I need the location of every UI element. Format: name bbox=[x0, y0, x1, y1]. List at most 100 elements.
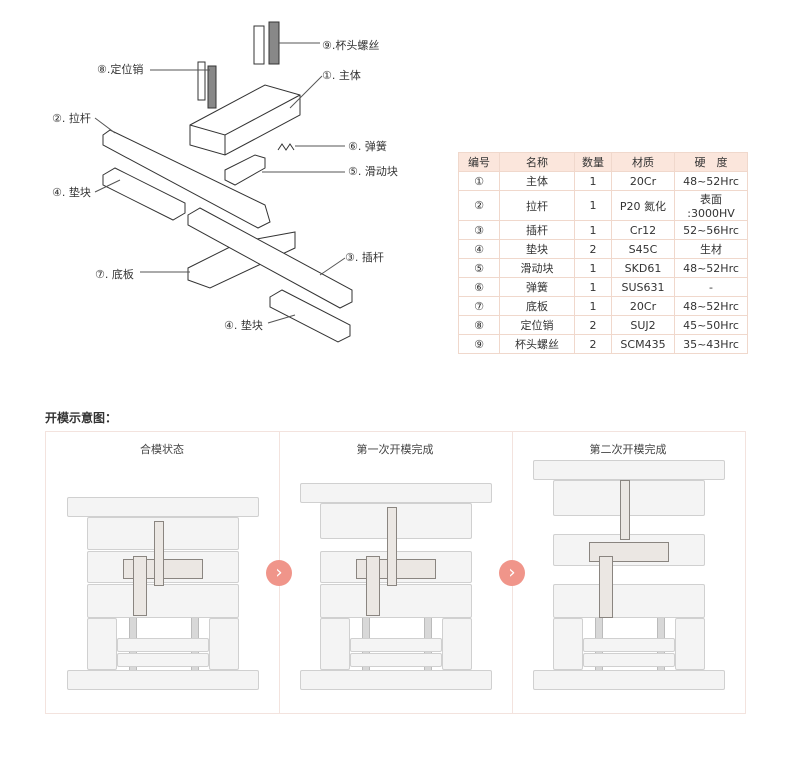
pull-rod bbox=[366, 556, 380, 616]
ejector-plate bbox=[117, 638, 209, 652]
ejector-plate bbox=[583, 653, 675, 667]
label-slider: ⑤. 滑动块 bbox=[348, 165, 398, 178]
table-cell: 插杆 bbox=[499, 220, 575, 240]
label-insert-rod: ③. 插杆 bbox=[345, 251, 384, 264]
table-cell: 杯头螺丝 bbox=[499, 334, 575, 354]
table-cell: SKD61 bbox=[611, 258, 675, 278]
table-cell: 1 bbox=[574, 296, 612, 316]
table-cell: 底板 bbox=[499, 296, 575, 316]
table-cell: 垫块 bbox=[499, 239, 575, 259]
table-cell: 48~52Hrc bbox=[674, 296, 748, 316]
support-block bbox=[442, 618, 472, 670]
ejector-plate bbox=[350, 638, 442, 652]
core-plate bbox=[320, 584, 472, 618]
table-cell: 1 bbox=[574, 220, 612, 240]
table-cell: 主体 bbox=[499, 171, 575, 191]
support-block bbox=[87, 618, 117, 670]
panel-title-closed: 合模状态 bbox=[140, 443, 184, 456]
th: 名称 bbox=[499, 152, 575, 172]
table-cell: 45~50Hrc bbox=[674, 315, 748, 335]
table-cell: 48~52Hrc bbox=[674, 171, 748, 191]
th: 材质 bbox=[611, 152, 675, 172]
th: 数量 bbox=[574, 152, 612, 172]
top-clamp-plate bbox=[67, 497, 259, 517]
table-cell: ② bbox=[458, 190, 500, 221]
bottom-clamp-plate bbox=[300, 670, 492, 690]
table-cell: 1 bbox=[574, 258, 612, 278]
label-pull-rod: ②. 拉杆 bbox=[52, 112, 91, 125]
next-arrow-icon: › bbox=[266, 560, 292, 586]
th: 硬 度 bbox=[674, 152, 748, 172]
table-cell: 拉杆 bbox=[499, 190, 575, 221]
insert-rod bbox=[620, 480, 630, 540]
dowel-pins-8 bbox=[197, 61, 217, 109]
table-cell: ⑦ bbox=[458, 296, 500, 316]
insert-rod bbox=[387, 507, 397, 586]
table-cell: ③ bbox=[458, 220, 500, 240]
table-cell: ⑧ bbox=[458, 315, 500, 335]
main-body-1 bbox=[189, 84, 301, 156]
table-cell: 定位销 bbox=[499, 315, 575, 335]
table-cell: 1 bbox=[574, 171, 612, 191]
ejector-plate bbox=[583, 638, 675, 652]
bottom-clamp-plate bbox=[533, 670, 725, 690]
opening-panels: 合模状态 第一次开模完成 第二次开模完成 › › bbox=[45, 431, 746, 714]
top-clamp-plate bbox=[533, 460, 725, 480]
table-cell: 生材 bbox=[674, 239, 748, 259]
table-cell: ① bbox=[458, 171, 500, 191]
screws-9 bbox=[253, 21, 280, 65]
table-cell: ⑤ bbox=[458, 258, 500, 278]
label-spring: ⑥. 弹簧 bbox=[348, 140, 387, 153]
support-block bbox=[209, 618, 239, 670]
next-arrow-icon: › bbox=[499, 560, 525, 586]
table-cell: 表面 :3000HV bbox=[674, 190, 748, 221]
table-cell: P20 氮化 bbox=[611, 190, 675, 221]
table-cell: 52~56Hrc bbox=[674, 220, 748, 240]
ejector-plate bbox=[117, 653, 209, 667]
table-cell: 2 bbox=[574, 334, 612, 354]
table-cell: 2 bbox=[574, 239, 612, 259]
label-base-plate: ⑦. 底板 bbox=[95, 268, 134, 281]
slider-5 bbox=[224, 154, 266, 186]
support-block bbox=[553, 618, 583, 670]
th: 编号 bbox=[458, 152, 500, 172]
core-plate bbox=[87, 584, 239, 618]
table-cell: 35~43Hrc bbox=[674, 334, 748, 354]
label-dowel-pin: ⑧.定位销 bbox=[97, 63, 144, 76]
table-header-row: 编号 名称 数量 材质 硬 度 bbox=[458, 152, 748, 172]
table-cell: 弹簧 bbox=[499, 277, 575, 297]
section-title: 开模示意图： bbox=[45, 411, 118, 425]
panel-title-second-open: 第二次开模完成 bbox=[589, 443, 667, 456]
table-cell: 48~52Hrc bbox=[674, 258, 748, 278]
bottom-clamp-plate bbox=[67, 670, 259, 690]
label-main-body: ①. 主体 bbox=[322, 69, 361, 82]
table-cell: 20Cr bbox=[611, 171, 675, 191]
table-cell: S45C bbox=[611, 239, 675, 259]
pull-rod-2 bbox=[102, 129, 271, 229]
spring-6 bbox=[277, 143, 295, 151]
support-block bbox=[320, 618, 350, 670]
table-cell: SUS631 bbox=[611, 277, 675, 297]
table-cell: SUJ2 bbox=[611, 315, 675, 335]
table-cell: 20Cr bbox=[611, 296, 675, 316]
table-cell: 1 bbox=[574, 277, 612, 297]
label-pad: ④. 垫块 bbox=[52, 186, 91, 199]
table-cell: SCM435 bbox=[611, 334, 675, 354]
table-cell: ④ bbox=[458, 239, 500, 259]
support-block bbox=[675, 618, 705, 670]
table-cell: 1 bbox=[574, 190, 612, 221]
exploded-parts-drawing bbox=[94, 21, 353, 343]
table-cell: ⑨ bbox=[458, 334, 500, 354]
table-cell: Cr12 bbox=[611, 220, 675, 240]
core-plate bbox=[553, 584, 705, 618]
label-screw: ⑨.杯头螺丝 bbox=[322, 39, 380, 52]
